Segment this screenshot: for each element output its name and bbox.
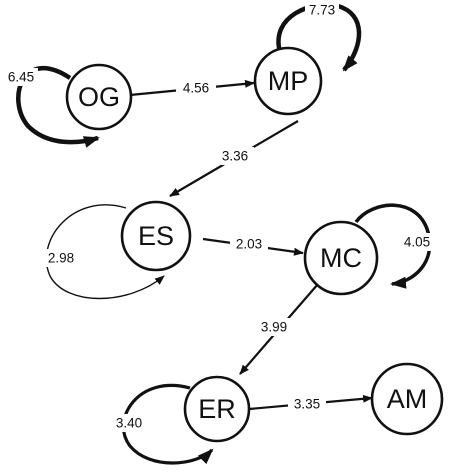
node-er: ER [183,375,251,443]
node-label-mc: MC [320,243,362,273]
edge-mc-er: 3.99 [239,283,319,375]
node-mp: MP [253,46,323,116]
loop-label-mc: 4.05 [404,235,430,250]
self-loop-mc: 4.05 [354,203,434,289]
node-am: AM [370,362,444,436]
edge-mp-es: 3.36 [169,120,299,197]
loop-label-er: 3.40 [116,416,142,431]
edge-label-mp-es: 3.36 [222,149,248,164]
loop-label-og: 6.45 [8,70,34,85]
edge-label-mc-er: 3.99 [261,320,287,335]
edge-og-mp: 4.56 [129,79,255,97]
node-es: ES [120,200,192,272]
loop-label-es: 2.98 [48,251,74,266]
node-label-er: ER [198,394,236,424]
node-label-og: OG [78,82,120,112]
self-loop-mp: 7.73 [276,2,362,72]
loop-label-mp: 7.73 [309,3,335,18]
node-mc: MC [303,220,379,296]
edge-er-am: 3.35 [248,394,373,413]
edge-es-mc: 2.03 [202,235,304,256]
self-loop-og: 6.45 [4,65,100,148]
edge-label-er-am: 3.35 [294,397,320,412]
edge-label-es-mc: 2.03 [236,237,262,252]
node-label-am: AM [387,384,428,414]
self-loop-es: 2.98 [44,204,165,300]
edge-label-og-mp: 4.56 [183,81,209,96]
node-label-es: ES [138,221,174,251]
self-loop-er: 3.40 [112,384,214,465]
node-og: OG [65,63,133,131]
node-label-mp: MP [268,66,309,96]
